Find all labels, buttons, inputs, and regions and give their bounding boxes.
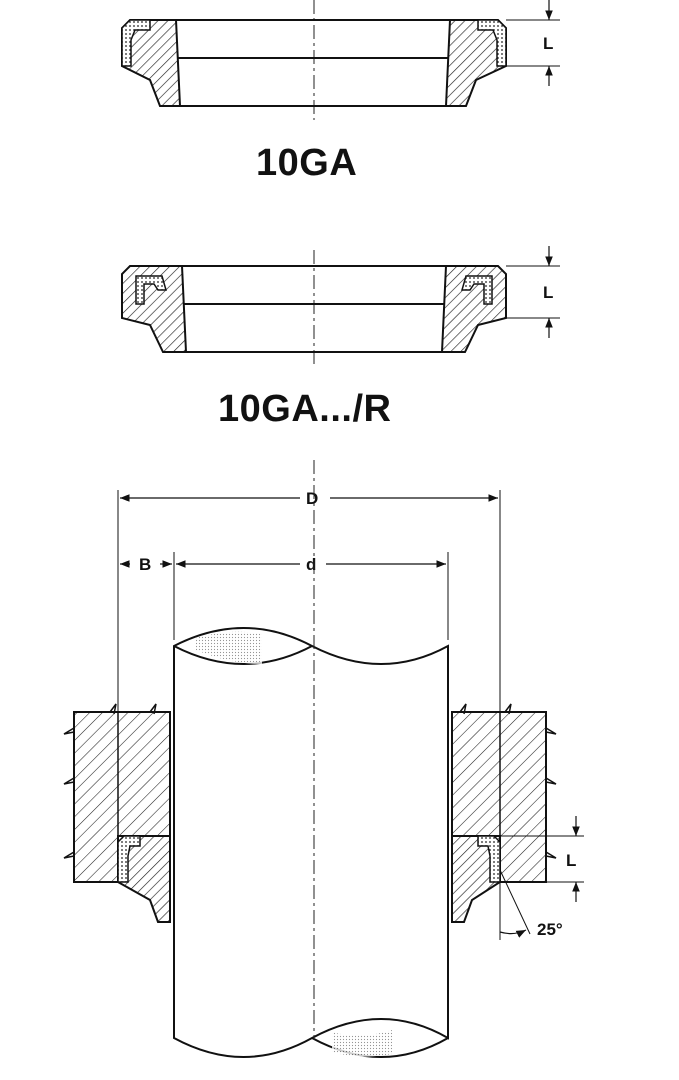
- dim-label-B: B: [139, 555, 151, 574]
- shaft: [173, 627, 449, 1058]
- installation-section: D B d L: [63, 460, 584, 1058]
- dim-label-D: D: [306, 489, 318, 508]
- shaft-break-shade: [332, 1030, 392, 1057]
- dim-label-L: L: [566, 851, 576, 870]
- dim-label-L: L: [543, 34, 553, 53]
- title-10ga: 10GA: [256, 142, 358, 184]
- angle-label: 25°: [537, 920, 563, 939]
- seal-left-insert: [121, 19, 151, 67]
- seal-left-insert: [135, 275, 167, 305]
- dim-label-d: d: [306, 555, 316, 574]
- seal-right-insert: [461, 275, 493, 305]
- seal-10ga-section: L: [121, 0, 560, 120]
- shaft-break-shade: [196, 631, 262, 664]
- seal-left-insert: [117, 835, 141, 883]
- seal-10ga-r-section: L: [121, 246, 560, 365]
- dim-label-L: L: [543, 283, 553, 302]
- seal-right-insert: [477, 19, 507, 67]
- seal-right-insert: [477, 835, 501, 883]
- title-10ga-r: 10GA.../R: [218, 388, 392, 430]
